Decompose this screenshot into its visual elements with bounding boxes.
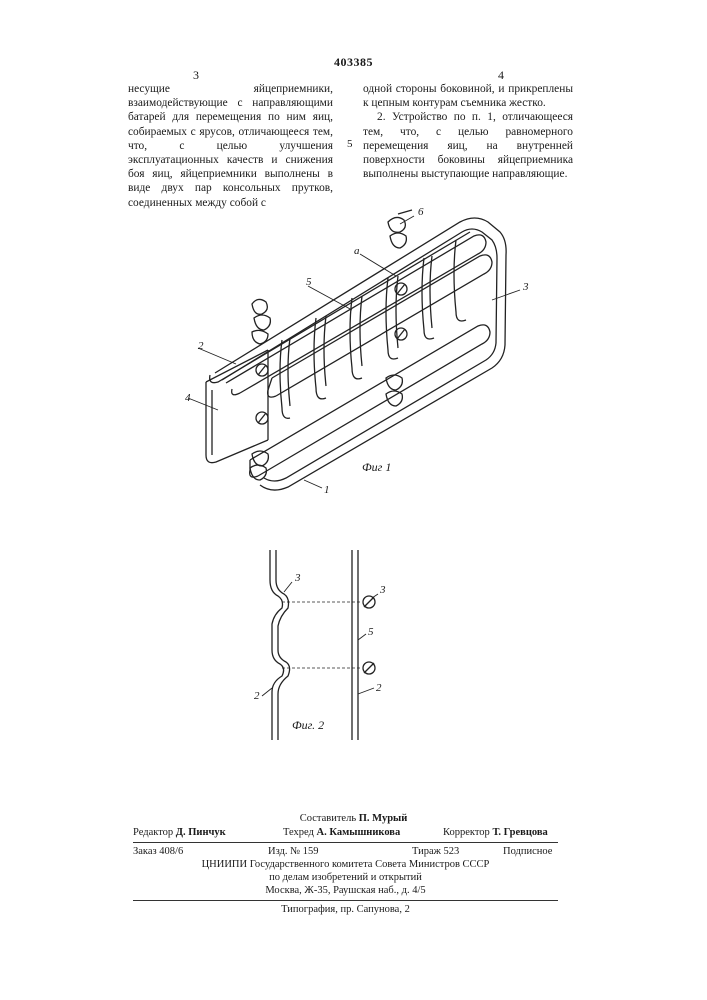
corrector-name: Т. Гревцова: [492, 827, 547, 838]
org-line-2: по делам изобретений и открытий: [133, 871, 558, 884]
print-run: Тираж 523: [412, 845, 459, 858]
order-number: Заказ 408/6: [133, 845, 183, 858]
techred-line: Техред А. Камышникова: [283, 826, 400, 839]
compiler-label: Составитель: [300, 813, 356, 824]
corrector-label: Корректор: [443, 827, 490, 838]
editor-name: Д. Пинчук: [176, 827, 226, 838]
edition-number: Изд. № 159: [268, 845, 319, 858]
fig2-right-callout-3: 3: [380, 584, 386, 596]
fig2-left-callout-3: 3: [295, 572, 301, 584]
fig2-right-callout-5: 5: [368, 626, 374, 638]
org-line-3: Москва, Ж-35, Раушская наб., д. 4/5: [133, 884, 558, 897]
subscription: Подписное: [503, 845, 552, 858]
fig2-right-callout-2: 2: [376, 682, 382, 694]
footer-divider-1: [133, 842, 558, 843]
techred-name: А. Камышникова: [317, 827, 401, 838]
footer-divider-2: [133, 900, 558, 901]
org-line-1: ЦНИИПИ Государственного комитета Совета …: [133, 858, 558, 871]
fig2-left-callout-2: 2: [254, 690, 260, 702]
compiler-name: П. Мурый: [359, 813, 408, 824]
compiler-line: Составитель П. Мурый: [0, 812, 707, 825]
printer-line: Типография, пр. Сапунова, 2: [133, 903, 558, 916]
editor-line: Редактор Д. Пинчук: [133, 826, 226, 839]
techred-label: Техред: [283, 827, 314, 838]
corrector-line: Корректор Т. Гревцова: [443, 826, 548, 839]
editor-label: Редактор: [133, 827, 173, 838]
fig2-caption: Фиг. 2: [292, 718, 324, 733]
